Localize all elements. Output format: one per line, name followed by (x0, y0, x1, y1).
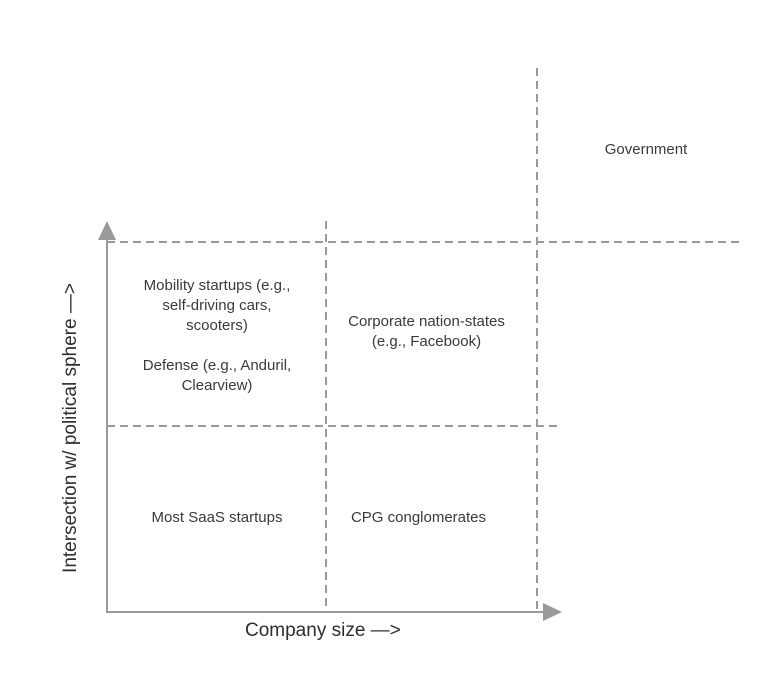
saas-label: Most SaaS startups (151, 509, 283, 526)
y-axis-label: Intersection w/ political sphere —> (60, 283, 81, 573)
cell-mobility-defense: Mobility startups (e.g., self-driving ca… (112, 276, 322, 396)
defense-line-2: Clearview) (181, 377, 253, 394)
cell-cpg: CPG conglomerates (326, 508, 511, 528)
mobility-line-2: self-driving cars, (162, 297, 272, 314)
cell-saas: Most SaaS startups (112, 508, 322, 528)
corporate-line-2: (e.g., Facebook) (371, 333, 482, 350)
corporate-line-1: Corporate nation-states (348, 313, 505, 330)
cell-corporate-nation-states: Corporate nation-states (e.g., Facebook) (326, 312, 527, 352)
cell-government: Government (566, 140, 726, 160)
cpg-label: CPG conglomerates (350, 509, 487, 526)
government-label: Government (604, 141, 688, 158)
x-axis-arrowhead (543, 603, 562, 621)
y-axis-arrowhead (98, 221, 116, 240)
mobility-line-3: scooters) (186, 317, 248, 334)
x-axis-label: Company size —> (245, 620, 401, 641)
mobility-line-1: Mobility startups (e.g., (143, 277, 291, 294)
defense-line-1: Defense (e.g., Anduril, (142, 357, 292, 374)
